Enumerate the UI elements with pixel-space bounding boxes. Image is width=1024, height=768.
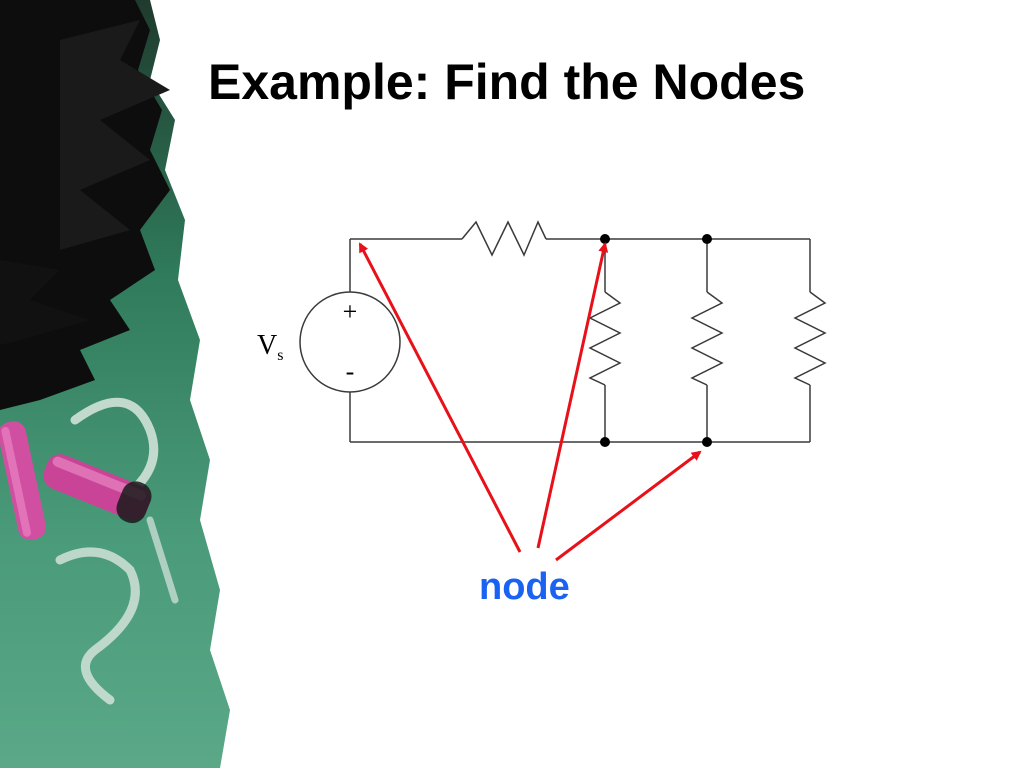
branch-3-resistor bbox=[793, 291, 827, 386]
chalkboard-brush-icon bbox=[0, 0, 230, 768]
source-label: Vs bbox=[257, 330, 283, 364]
node-dot-top-1 bbox=[600, 234, 610, 244]
source-minus-sign: - bbox=[346, 357, 355, 386]
node-dot-top-2 bbox=[702, 234, 712, 244]
source-plus-sign: + bbox=[343, 297, 358, 326]
arrow-to-top-middle-node bbox=[536, 242, 609, 549]
branch-1-resistor bbox=[588, 291, 622, 386]
node-dot-bottom-2 bbox=[702, 437, 712, 447]
arrow-to-top-left-node bbox=[358, 242, 522, 553]
voltage-source bbox=[299, 291, 401, 393]
node-dot-bottom-1 bbox=[600, 437, 610, 447]
source-label-main: V bbox=[257, 330, 277, 361]
slide-title: Example: Find the Nodes bbox=[208, 54, 806, 110]
top-resistor bbox=[461, 220, 547, 257]
source-label-sub: s bbox=[277, 347, 283, 364]
arrow-to-bottom-node bbox=[555, 450, 702, 562]
node-label: node bbox=[479, 566, 570, 608]
branch-2-resistor bbox=[690, 291, 724, 386]
